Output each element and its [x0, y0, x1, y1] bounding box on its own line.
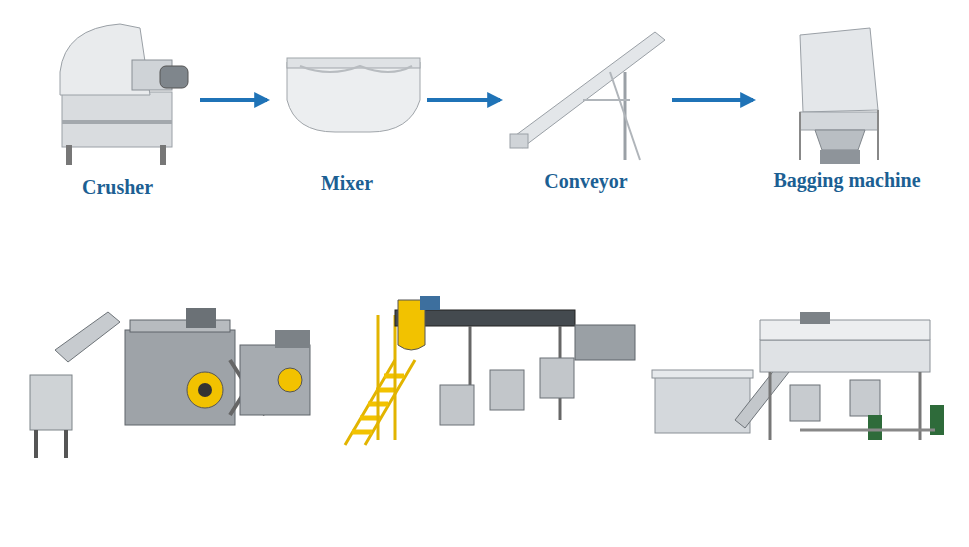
- flow-arrow: [427, 98, 500, 102]
- flow-arrow: [672, 98, 753, 102]
- production-line-photo: [30, 308, 310, 458]
- bagging-machine-picture: [800, 28, 878, 164]
- machine-node: Conveyor: [505, 10, 667, 202]
- crusher-picture: [60, 24, 188, 165]
- flow-arrow: [200, 98, 267, 102]
- conveyor-picture: [510, 32, 665, 160]
- machine-label: Crusher: [82, 175, 153, 199]
- machine-node: Crusher: [40, 10, 195, 202]
- machine-node: Mixer: [272, 10, 422, 202]
- mixer-picture: [287, 58, 420, 132]
- production-line-photo: [345, 296, 635, 445]
- production-line-photo: [652, 312, 944, 440]
- machine-node: Bagging machine: [758, 10, 936, 202]
- machine-label: Conveyor: [544, 169, 627, 193]
- machine-label: Mixer: [321, 171, 373, 195]
- machine-label: Bagging machine: [773, 168, 920, 192]
